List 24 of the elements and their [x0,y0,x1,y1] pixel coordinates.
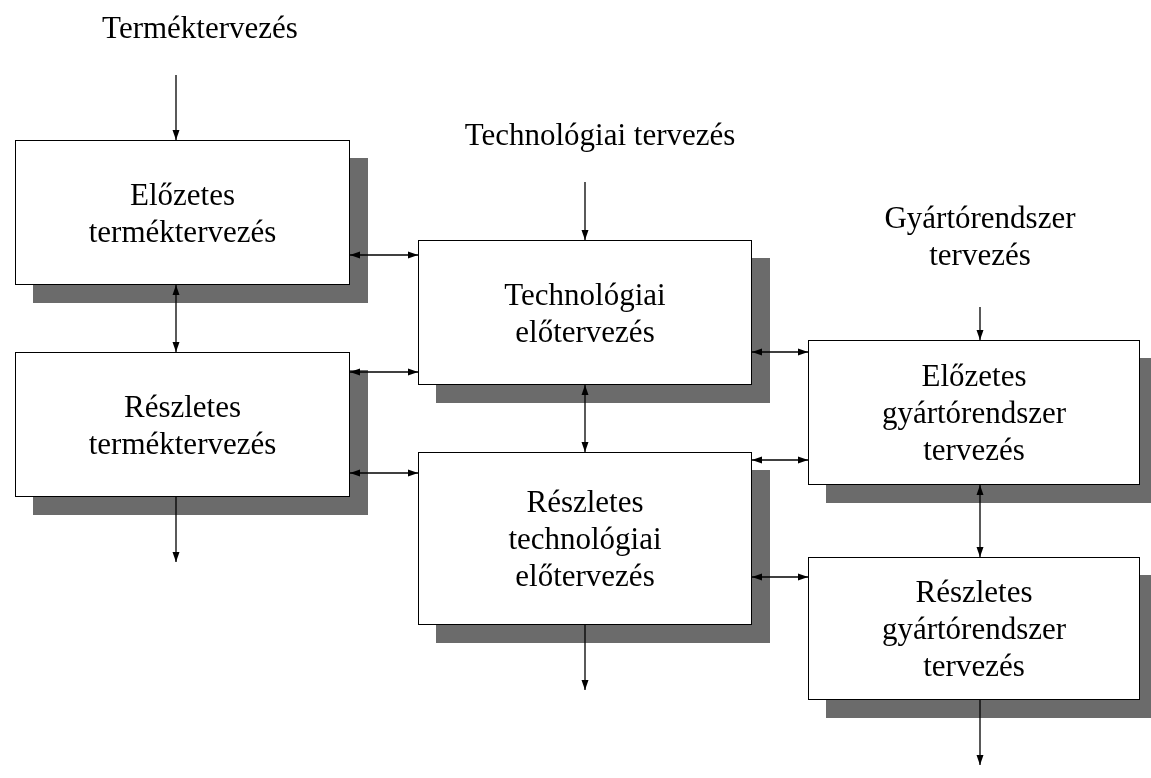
double-arrow [172,284,180,353]
arrow [172,74,180,141]
double-arrow [751,573,809,581]
box-label: Részletes gyártórendszer tervezés [880,573,1068,684]
double-arrow [349,368,419,376]
arrow [581,624,589,691]
double-arrow [349,469,419,477]
section-heading: Terméktervezés [102,9,298,46]
box-label: Részletes technológiai előtervezés [507,483,663,594]
double-arrow [976,484,984,558]
double-arrow [751,456,809,464]
section-heading: Technológiai tervezés [464,116,736,153]
double-arrow [349,251,419,259]
box-label: Előzetes terméktervezés [87,175,278,250]
box-label: Részletes terméktervezés [87,387,278,462]
arrow [976,306,984,341]
box-label: Előzetes gyártórendszer tervezés [880,357,1068,468]
arrow [976,699,984,766]
arrow [172,496,180,563]
double-arrow [751,348,809,356]
section-heading: Gyártórendszer tervezés [883,199,1077,273]
double-arrow [581,384,589,453]
box-label: Technológiai előtervezés [503,275,667,350]
arrow [581,181,589,241]
